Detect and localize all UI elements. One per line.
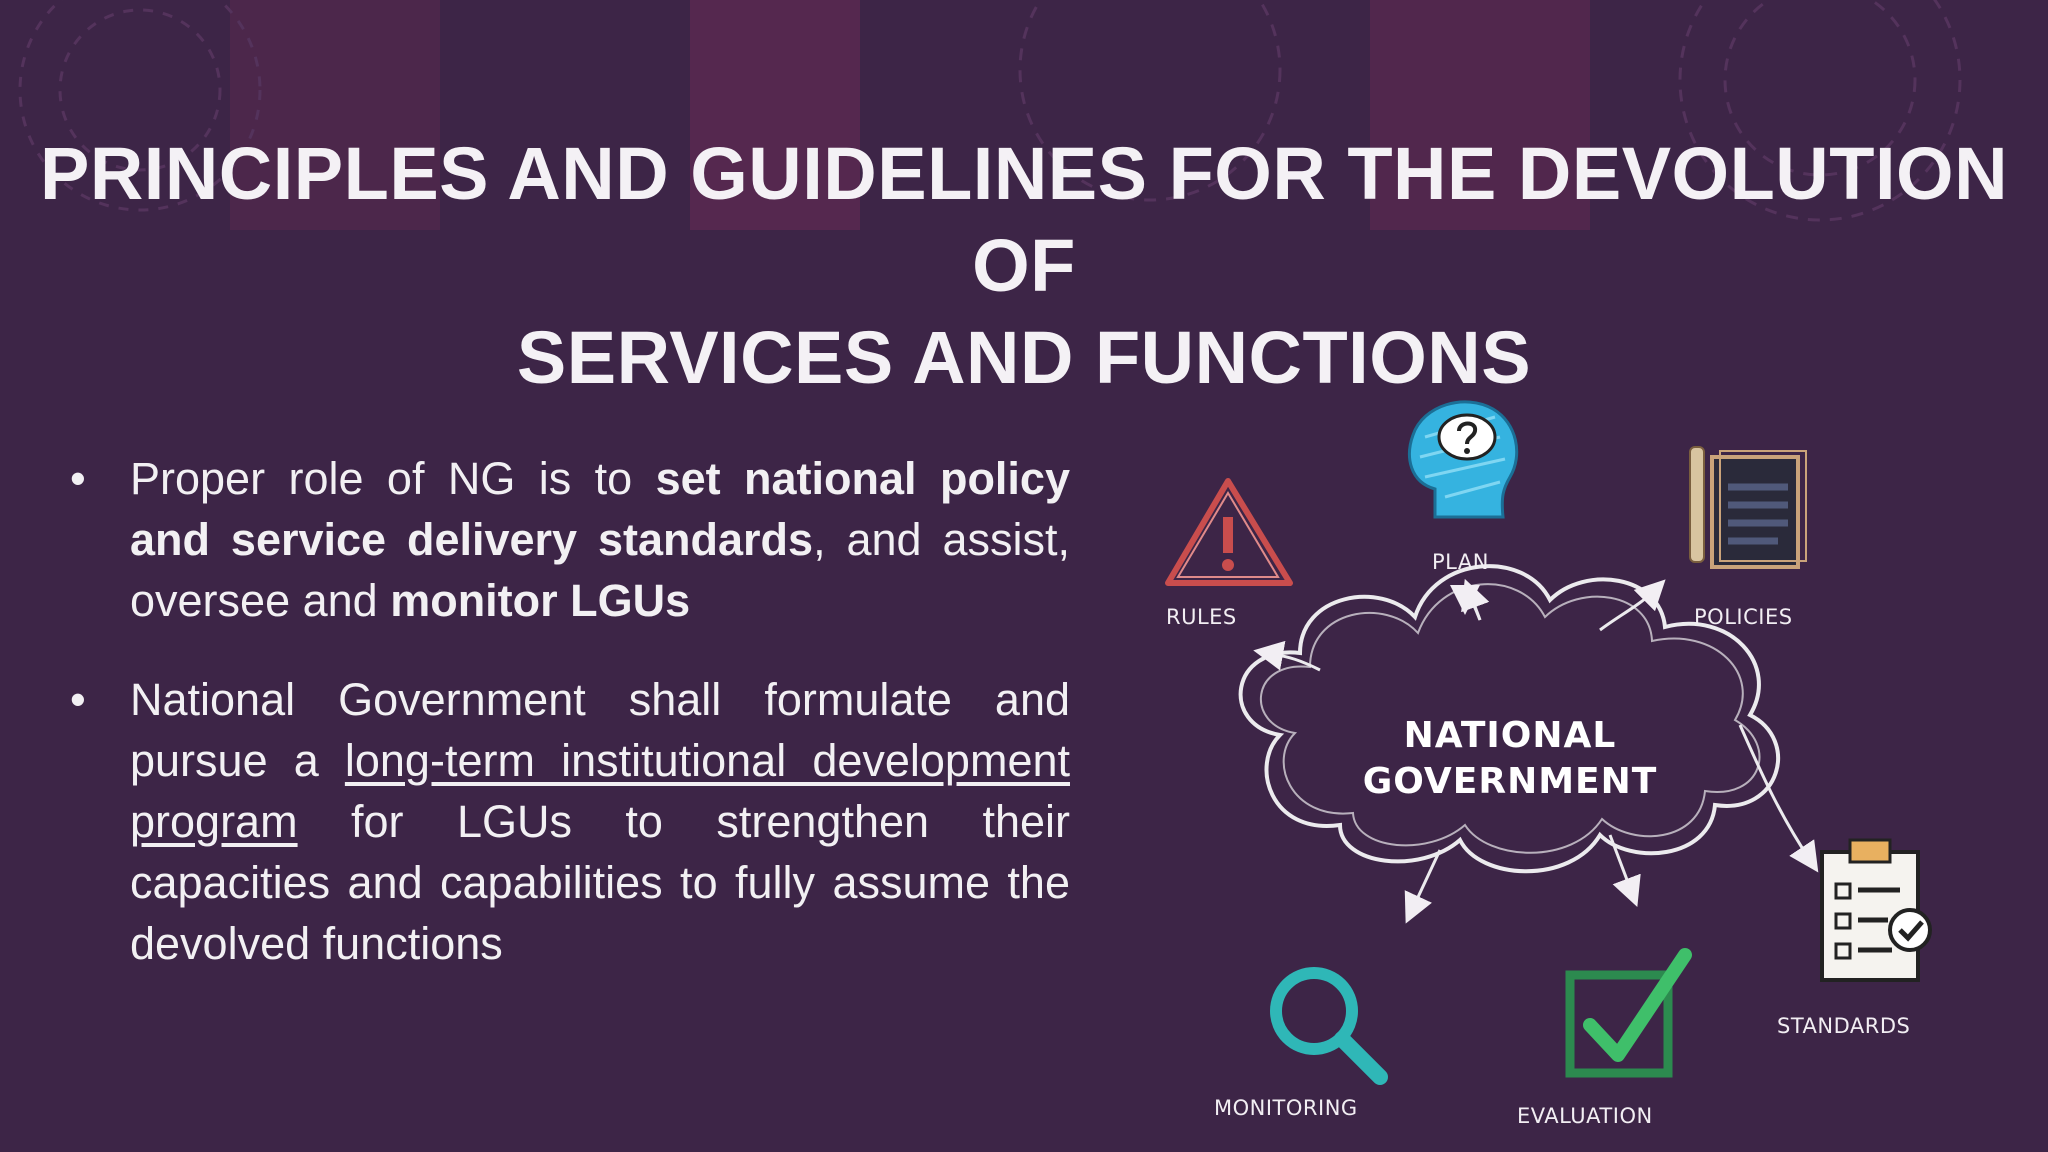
- node-label-evaluation: EVALUATION: [1517, 1104, 1653, 1128]
- notepad-icon: [1689, 446, 1807, 569]
- title-line-2: OF: [972, 224, 1076, 307]
- bullet-text: National Government shall formulate and …: [130, 674, 1070, 786]
- node-label-standards: STANDARDS: [1777, 1014, 1911, 1038]
- cloud-shape: [1238, 564, 1780, 874]
- checkbox-check-icon: [1565, 948, 1692, 1078]
- bullet-text-underlined: long-term institutional development prog…: [130, 735, 1070, 847]
- bullet-marker: •: [70, 674, 86, 725]
- magnifier-icon: [1270, 967, 1388, 1085]
- bullet-text: for LGUs to strengthen their capacities …: [130, 796, 1070, 969]
- bullet-marker: •: [70, 453, 86, 504]
- clipboard-checklist-icon: [1820, 838, 1932, 982]
- background-decoration: [18, 0, 1962, 230]
- diagram-artwork: [1165, 400, 1932, 1085]
- title-line-3: SERVICES AND FUNCTIONS: [516, 316, 1532, 399]
- title-line-1: PRINCIPLES AND GUIDELINES FOR THE DEVOLU…: [39, 132, 2009, 215]
- node-label-policies: POLICIES: [1694, 605, 1793, 629]
- bullet-text-bold: set national policy and service delivery…: [130, 453, 1070, 565]
- national-government-diagram: NATIONAL GOVERNMENT RULES PLAN POLICIES …: [1150, 395, 2000, 1135]
- bullet-list: • Proper role of NG is to set national p…: [70, 448, 1070, 1012]
- node-label-monitoring: MONITORING: [1214, 1096, 1358, 1120]
- center-line-1: NATIONAL: [1403, 715, 1617, 756]
- bullet-text-bold: monitor LGUs: [390, 575, 691, 626]
- bullet-text: Proper role of NG is to: [130, 453, 656, 504]
- warning-triangle-icon: [1165, 478, 1293, 586]
- national-government-label: NATIONAL GOVERNMENT: [1350, 713, 1670, 805]
- head-question-icon: [1408, 400, 1519, 519]
- diagram-arrows: [1253, 578, 1819, 924]
- bullet-item-ng-role: • Proper role of NG is to set national p…: [70, 448, 1070, 631]
- bullet-item-development-program: • National Government shall formulate an…: [70, 669, 1070, 974]
- slide-title: PRINCIPLES AND GUIDELINES FOR THE DEVOLU…: [0, 128, 2048, 404]
- node-label-plan: PLAN: [1432, 550, 1489, 574]
- node-label-rules: RULES: [1166, 605, 1237, 629]
- center-line-2: GOVERNMENT: [1362, 761, 1658, 802]
- bullet-text: , and assist, oversee and: [130, 514, 1070, 626]
